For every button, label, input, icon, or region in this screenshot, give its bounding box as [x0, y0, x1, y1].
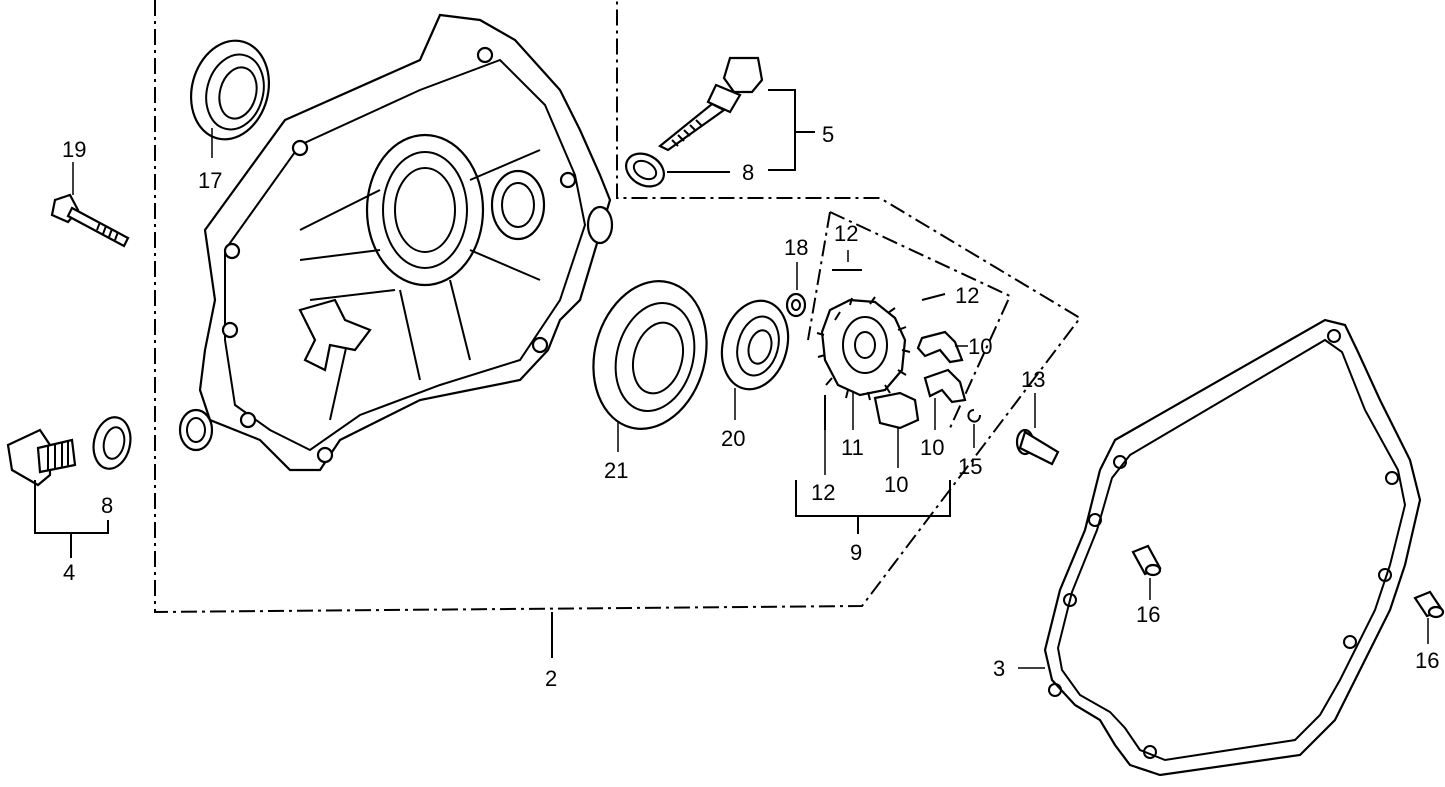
ball-bearing-21: [592, 280, 708, 452]
label-10-middle: 10: [920, 435, 944, 460]
label-20: 20: [721, 426, 745, 451]
washer-8-left: [92, 416, 132, 470]
washer-18: [785, 262, 807, 318]
label-3: 3: [993, 656, 1005, 681]
ball-bearing-20: [720, 299, 790, 420]
dipstick-5: [657, 56, 815, 171]
label-8-left: 8: [101, 493, 113, 518]
oil-seal-17: [189, 39, 271, 158]
label-11: 11: [841, 435, 864, 460]
label-5: 5: [822, 122, 834, 147]
bolt-19: [50, 162, 130, 248]
drain-plug-4: [6, 428, 109, 558]
dowel-pin-16-right: [1413, 590, 1445, 644]
washer-8-upper: [625, 152, 730, 188]
label-16-center: 16: [1136, 602, 1160, 627]
label-12-lower: 12: [811, 480, 835, 505]
dowel-pin-16-center: [1131, 544, 1162, 600]
crankcase-cover: [178, 13, 614, 472]
label-4: 4: [63, 560, 75, 585]
label-18: 18: [784, 235, 808, 260]
gasket-3: [1018, 318, 1422, 777]
assembly-boundary-lines: [154, 0, 1082, 614]
label-8-upper: 8: [742, 160, 754, 185]
label-12-top: 12: [834, 221, 858, 246]
label-17: 17: [198, 168, 222, 193]
callout-labels: 19 17 5 8 8 4 18 12 12 12 10 10 10 11 15…: [62, 122, 1439, 691]
label-19: 19: [62, 137, 86, 162]
label-10-lower: 10: [884, 472, 908, 497]
label-2: 2: [545, 666, 557, 691]
governor-assembly-9: [795, 250, 981, 534]
bolt-13: [1015, 393, 1060, 466]
label-12-right: 12: [955, 283, 979, 308]
label-21: 21: [604, 458, 628, 483]
label-16-right: 16: [1415, 648, 1439, 673]
label-9: 9: [850, 540, 862, 565]
label-10-right: 10: [968, 334, 992, 359]
label-15: 15: [958, 454, 982, 479]
label-13: 13: [1021, 367, 1045, 392]
